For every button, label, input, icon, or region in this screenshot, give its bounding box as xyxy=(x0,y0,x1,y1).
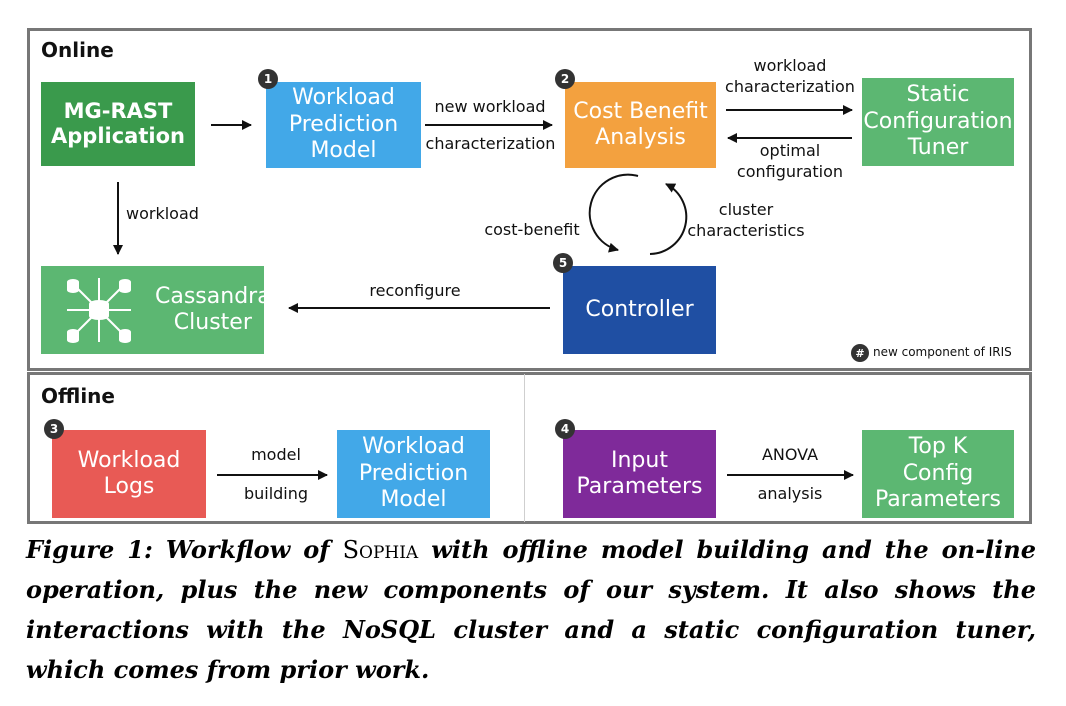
online-title: Online xyxy=(41,38,114,62)
workload-prediction-box: Workload Prediction Model xyxy=(266,82,421,168)
component-badge-3: 3 xyxy=(44,419,64,439)
offline-prediction-box: Workload Prediction Model xyxy=(337,430,490,518)
caption-part2: with offline model building and the on-l… xyxy=(26,535,1036,684)
cycle-arrow-left xyxy=(588,173,639,253)
offline-prediction-label: Workload Prediction Model xyxy=(358,434,469,513)
topk-parameters-label: Top K Config Parameters xyxy=(875,434,1001,513)
offline-panel xyxy=(27,372,1032,524)
label-characterization: characterization xyxy=(425,134,556,153)
component-badge-1: 1 xyxy=(258,69,278,89)
label-model: model xyxy=(251,445,301,464)
label-optimal-configuration: optimal configuration xyxy=(736,141,844,181)
legend-text: new component of IRIS xyxy=(873,345,1012,359)
component-badge-4: 4 xyxy=(555,419,575,439)
mgrast-application-label: MG-RAST Application xyxy=(51,98,185,148)
workload-logs-box: Workload Logs xyxy=(52,430,206,518)
static-tuner-box: Static Configuration Tuner xyxy=(862,78,1014,166)
controller-box: Controller xyxy=(563,266,716,354)
label-workload: workload xyxy=(126,204,199,223)
label-cost-benefit: cost-benefit xyxy=(484,220,580,239)
label-cluster-characteristics: cluster characteristics xyxy=(687,200,805,240)
topk-parameters-box: Top K Config Parameters xyxy=(862,430,1014,518)
controller-label: Controller xyxy=(585,296,694,322)
cycle-arrow-right xyxy=(649,183,688,255)
figure-caption: Figure 1: Workflow of Sophia with offlin… xyxy=(26,530,1036,690)
label-reconfigure: reconfigure xyxy=(369,281,461,300)
cassandra-cluster-label: Cassandra Cluster xyxy=(155,283,271,335)
workload-prediction-label: Workload Prediction Model xyxy=(288,85,399,164)
input-parameters-box: Input Parameters xyxy=(563,430,716,518)
component-badge-5: 5 xyxy=(553,253,573,273)
mgrast-application-box: MG-RAST Application xyxy=(41,82,195,166)
label-workload-characterization: workload characterization xyxy=(725,56,855,96)
cost-benefit-label: Cost Benefit Analysis xyxy=(573,98,708,150)
database-cluster-icon xyxy=(67,278,131,343)
caption-part1: Figure 1: Workflow of xyxy=(26,535,343,564)
online-panel xyxy=(27,28,1032,371)
offline-divider xyxy=(524,374,525,522)
label-analysis: analysis xyxy=(757,484,823,503)
caption-system-name: Sophia xyxy=(342,536,419,564)
label-new-workload: new workload xyxy=(434,97,546,116)
label-building: building xyxy=(243,484,309,503)
offline-title: Offline xyxy=(41,384,115,408)
input-parameters-label: Input Parameters xyxy=(576,447,703,499)
workload-logs-label: Workload Logs xyxy=(77,447,181,499)
static-tuner-label: Static Configuration Tuner xyxy=(863,82,1013,161)
cassandra-cluster-box: Cassandra Cluster xyxy=(41,266,271,354)
component-badge-2: 2 xyxy=(555,69,575,89)
label-anova: ANOVA xyxy=(761,445,819,464)
legend-badge: # xyxy=(851,344,869,362)
cost-benefit-box: Cost Benefit Analysis xyxy=(565,82,716,168)
